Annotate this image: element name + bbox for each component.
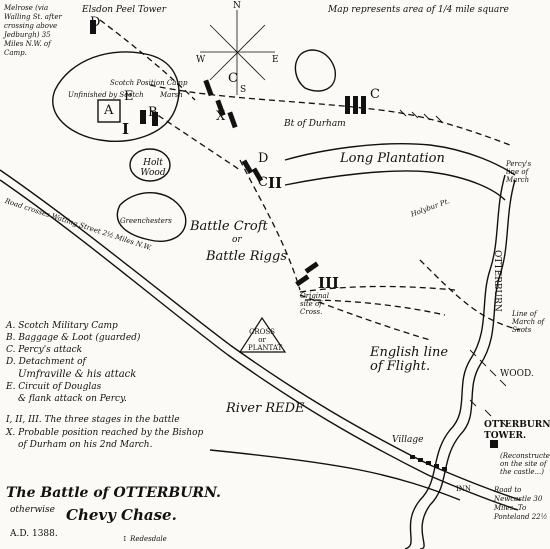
troop-block [345, 96, 350, 114]
cross-label: CROSS or PLANTAT [248, 328, 283, 352]
compass-n: N [233, 1, 241, 11]
english-flight-label: English line of Flight. [370, 345, 449, 374]
wood-hatching [399, 109, 507, 427]
percy-march [149, 84, 511, 146]
troop-block [90, 20, 96, 34]
flight-2 [304, 299, 446, 316]
cross-plantat-triangle [238, 316, 287, 353]
percys-line-label: Percy's line of March [506, 160, 532, 184]
river-rede-bank [209, 449, 461, 501]
marker-b: B [148, 105, 158, 120]
redesdale-label: ↕ Redesdale [122, 535, 167, 543]
battle-riggs-label: Battle Riggs [206, 249, 287, 264]
elsdon-tower-label: Elsdon Peel Tower [82, 5, 167, 15]
road-newcastle-label: Road to Newcastle 30 Miles. To Ponteland… [494, 486, 548, 521]
greenchesters-outline [116, 191, 187, 242]
marsh-label: Marsh [160, 91, 183, 99]
title-date: A.D. 1388. [10, 529, 58, 539]
legend-item: Umfraville & his attack [18, 369, 137, 380]
long-plantation-outline-2 [284, 170, 506, 201]
troop-block [152, 112, 158, 126]
hill-top-right [294, 49, 336, 92]
inn-label: INN [456, 485, 472, 493]
troop-block [215, 99, 226, 117]
otterburn-tower-label: OTTERBURN TOWER. [484, 420, 550, 441]
legend-item: X. Probable position reached by the Bish… [6, 428, 204, 438]
village-houses [410, 455, 447, 471]
title-otherwise: otherwise [10, 505, 55, 515]
otterburn-tower-block [490, 440, 498, 448]
troop-block [251, 167, 264, 183]
line-of-march-label: Line of March of Scots [512, 310, 545, 334]
village-label: Village [392, 435, 424, 445]
compass-e: E [272, 55, 279, 65]
long-plantation-outline [284, 143, 516, 176]
tower-note: (Reconstructed on the site of the castle… [500, 452, 550, 476]
long-plantation-label: Long Plantation [340, 151, 445, 166]
legend-item: D. Detachment of [6, 357, 86, 367]
troop-block [295, 274, 310, 287]
marker-d: D [258, 151, 269, 166]
battle-croft-label: Battle Croft [190, 219, 268, 234]
marker-c-2: C [370, 87, 380, 102]
legend-item: B. Baggage & Loot (guarded) [6, 333, 141, 343]
compass-rose [200, 10, 275, 95]
melrose-note: Melrose (via Walling St. after crossing … [4, 4, 62, 57]
troop-block [227, 111, 238, 129]
or-label: or [232, 235, 242, 245]
marker-d-top: D [90, 15, 101, 30]
stage-i: I [122, 120, 130, 138]
unfinished-label: Unfinished by Scotch [68, 91, 144, 99]
line-i-to-ii [149, 109, 241, 171]
otterburn-vertical-label: OTTERBURN [492, 250, 502, 312]
troop-block [140, 110, 146, 124]
legend-item: & flank attack on Percy. [18, 394, 127, 404]
troop-block [353, 96, 358, 114]
map-title: The Battle of OTTERBURN. [6, 485, 221, 501]
bt-of-durham-label: Bt of Durham [284, 119, 346, 129]
marker-c-1: C [228, 71, 238, 86]
line-of-march-scots [419, 259, 521, 331]
flight-1 [299, 294, 431, 341]
marker-x: X [216, 109, 226, 124]
greenchesters-label: Greenchesters [120, 217, 172, 225]
legend-item: of Durham on his 2nd March. [18, 440, 153, 450]
marker-c-3: C [258, 175, 268, 190]
compass-w: W [196, 55, 206, 65]
legend-item: E. Circuit of Douglas [6, 382, 102, 392]
legend-item: I, II, III. The three stages in the batt… [6, 415, 180, 425]
line-ii-to-iii [239, 159, 301, 291]
flight-3 [299, 285, 456, 293]
troop-block [241, 159, 254, 175]
marker-e: E [124, 89, 134, 104]
main-road [0, 169, 521, 501]
scots-march [99, 19, 196, 101]
troop-block [203, 79, 214, 97]
stage-iii: III [318, 274, 340, 292]
main-road-edge [0, 179, 519, 511]
compass-s: S [240, 85, 247, 95]
legend-item: C. Percy's attack [6, 345, 83, 355]
stage-ii: II [268, 174, 283, 192]
holt-wood [129, 148, 171, 182]
river-otterburn [404, 174, 506, 549]
troop-block [361, 96, 366, 114]
camp-square [97, 99, 121, 123]
legend-item: A. Scotch Military Camp [6, 321, 118, 331]
scale-note: Map represents area of 1/4 mile square [328, 5, 509, 15]
legend: A. Scotch Military Camp B. Baggage & Loo… [6, 322, 266, 450]
wood-label: WOOD. [500, 369, 534, 379]
holt-wood-label: Holt Wood [140, 158, 166, 178]
river-otterburn-2 [419, 179, 516, 549]
scotch-camp-label: Scotch Position Camp [110, 79, 188, 87]
river-rede-label: River REDE [226, 401, 305, 416]
title-chevy-chase: Chevy Chase. [66, 506, 177, 524]
marker-a: A [104, 103, 114, 118]
camp-earthwork [52, 51, 180, 142]
troop-block [304, 261, 319, 274]
original-site-label: Original site of Cross. [300, 292, 329, 316]
